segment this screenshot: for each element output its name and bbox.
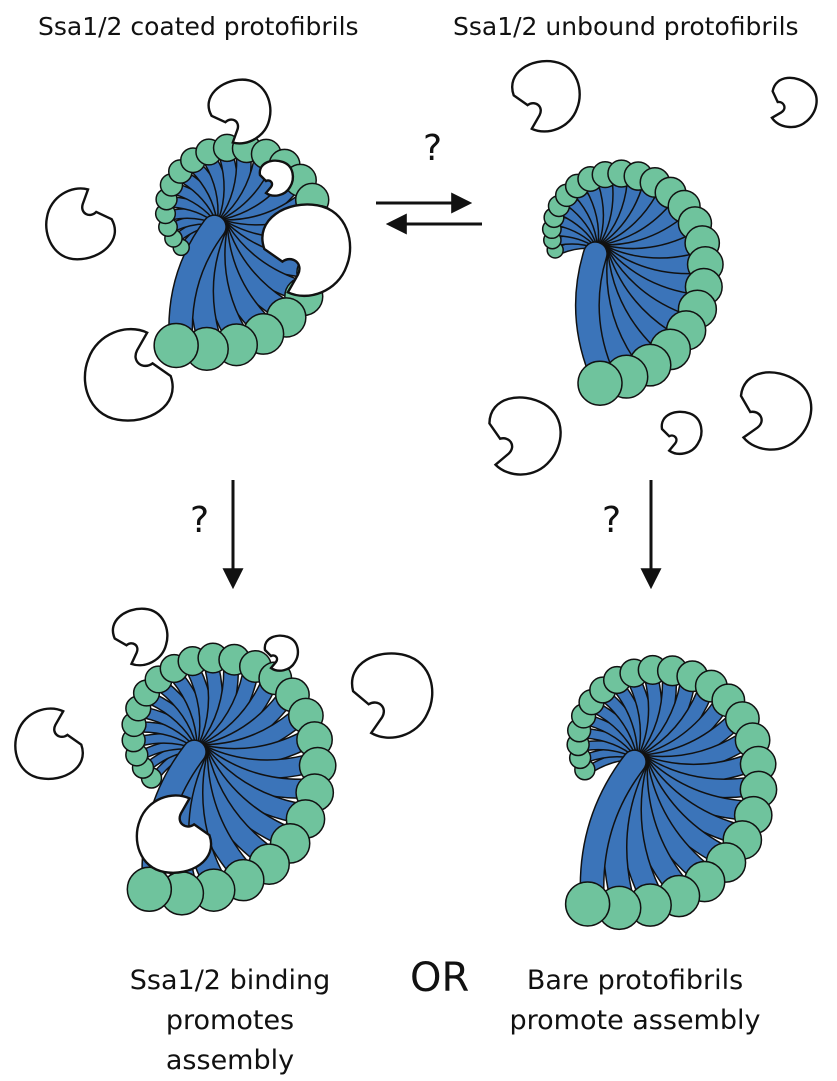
- free-chaperone-3: [481, 392, 566, 481]
- domain-bead: [154, 323, 198, 367]
- right-question-mark: ?: [602, 500, 621, 541]
- equilibrium-question-mark: ?: [423, 128, 442, 169]
- title-coated-protofibrils: Ssa1/2 coated protofibrils: [38, 12, 359, 41]
- left-question-mark: ?: [190, 500, 209, 541]
- assembled-coated-spiral-a: [122, 643, 336, 915]
- strand: [587, 254, 600, 370]
- free-chaperone-4: [662, 412, 702, 454]
- caption-right-line1: Bare protofibrils: [505, 961, 765, 1001]
- caption-left-line2: promotes assembly: [100, 1001, 360, 1081]
- title-unbound-protofibrils: Ssa1/2 unbound protofibrils: [453, 12, 799, 41]
- caption-right: Bare protofibrils promote assembly: [505, 961, 765, 1041]
- free-chaperone-1: [508, 56, 585, 136]
- chaperone-left: [36, 180, 122, 268]
- assembled-chaperone-2: [9, 704, 86, 784]
- assembled-chaperone-4: [350, 650, 436, 741]
- diagram-canvas: [0, 0, 837, 1046]
- domain-bead: [578, 361, 622, 405]
- unbound-protofibril-spiral: [543, 160, 723, 405]
- domain-bead: [566, 882, 610, 926]
- or-label: OR: [410, 955, 469, 1001]
- caption-left: Ssa1/2 binding promotes assembly: [100, 961, 360, 1081]
- assembled-bare-spiral: [566, 656, 777, 930]
- free-chaperone-2: [763, 72, 823, 134]
- domain-bead: [127, 867, 171, 911]
- free-chaperone-5: [729, 365, 819, 458]
- caption-left-line1: Ssa1/2 binding: [100, 961, 360, 1001]
- caption-right-line2: promote assembly: [505, 1001, 765, 1041]
